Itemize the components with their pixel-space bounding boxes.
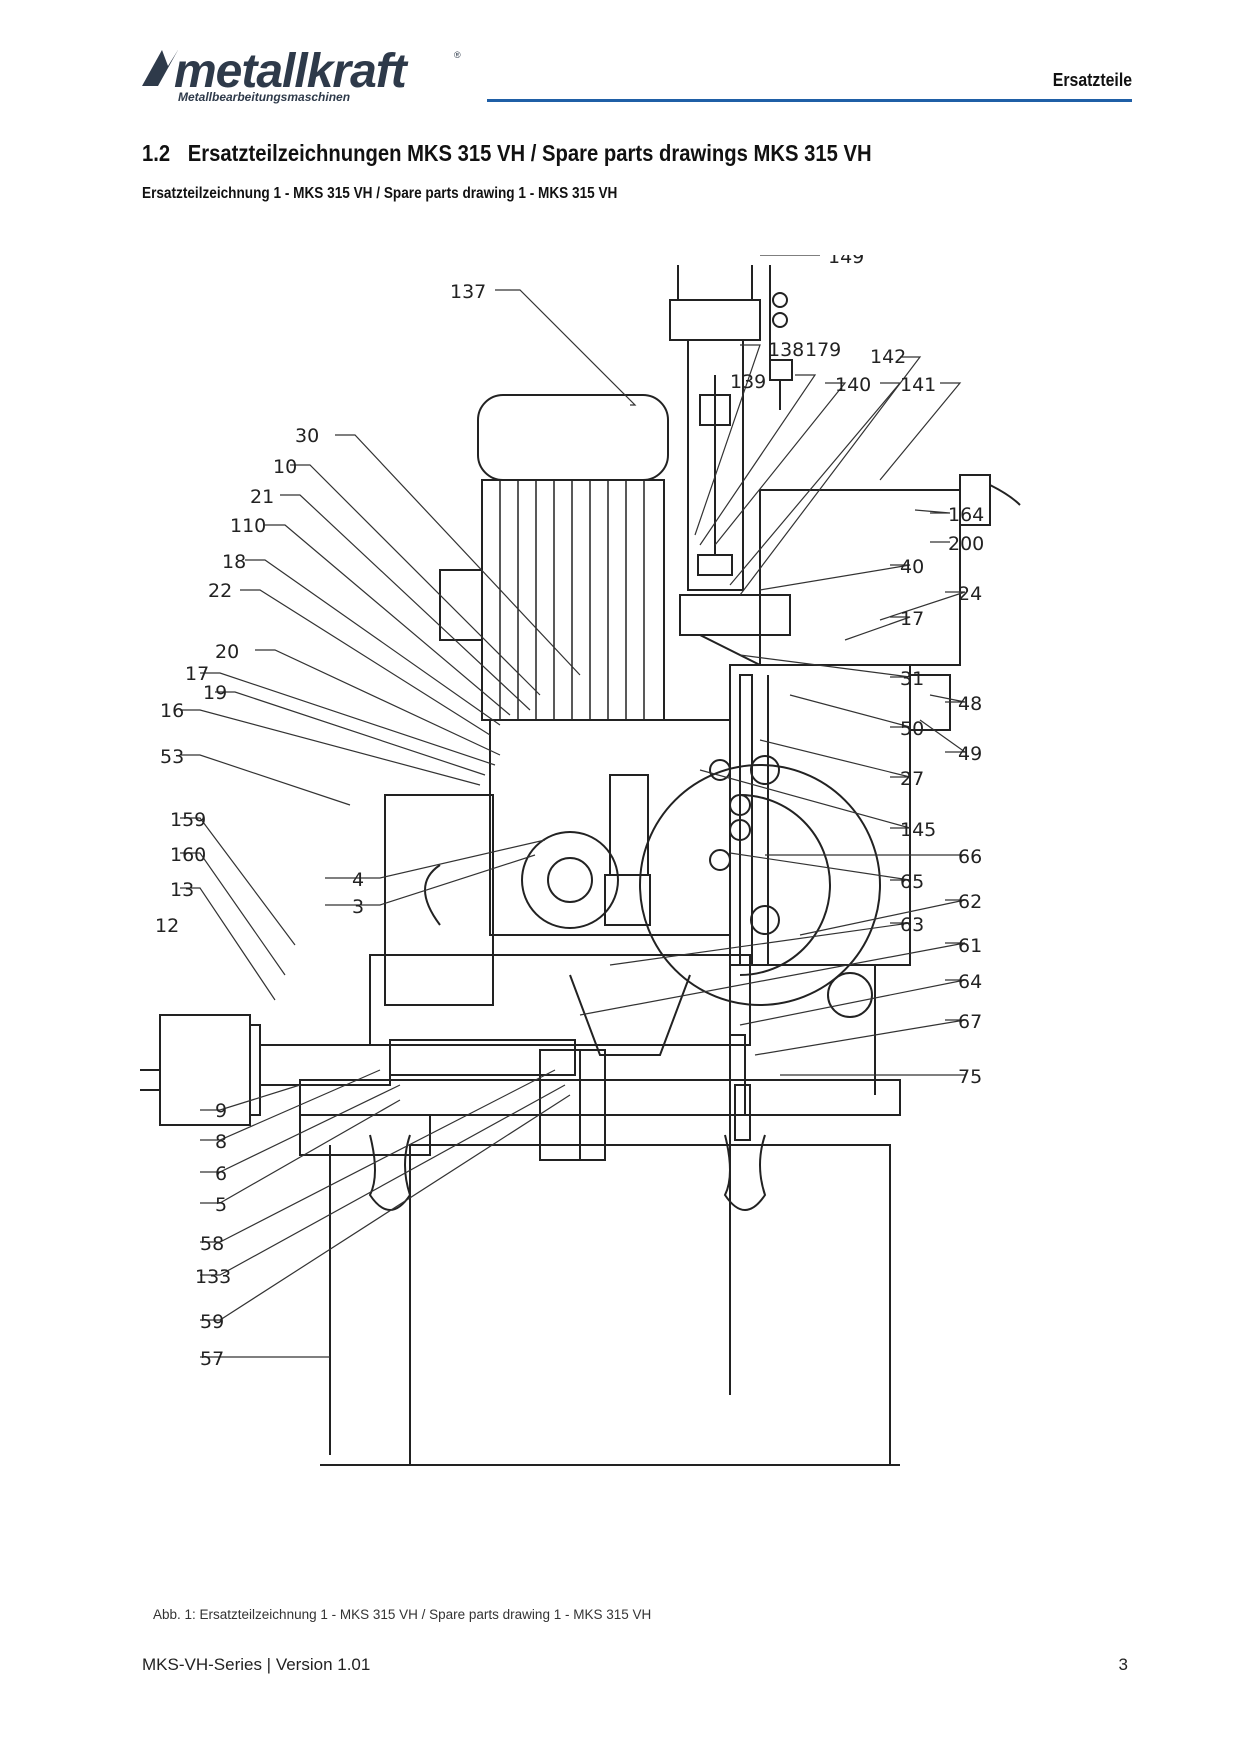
- logo-wordmark: metallkraft: [174, 45, 407, 98]
- callout-label: 19: [203, 682, 227, 704]
- heading-number: 1.2: [142, 140, 171, 166]
- callout-label: 31: [900, 668, 924, 690]
- callout-label: 17: [185, 663, 209, 685]
- callout-label: 4: [352, 869, 364, 891]
- callout-label: 12: [155, 915, 179, 937]
- callout-label: 62: [958, 891, 982, 913]
- page-heading: 1.2 Ersatzteilzeichnungen MKS 315 VH / Sp…: [142, 140, 872, 167]
- heading-title: Ersatzteilzeichnungen MKS 315 VH / Spare…: [187, 140, 872, 166]
- callout-label: 160: [170, 844, 206, 866]
- header-divider: [487, 99, 1132, 102]
- callout-label: 27: [900, 768, 924, 790]
- callout-label: 30: [295, 425, 319, 447]
- callout-label: 8: [215, 1131, 227, 1153]
- callout-label: 133: [195, 1266, 231, 1288]
- logo-subtitle: Metallbearbeitungsmaschinen: [178, 90, 351, 104]
- callout-label: 65: [900, 871, 924, 893]
- section-label: Ersatzteile: [1052, 70, 1132, 90]
- callout-label: 200: [948, 533, 984, 555]
- spare-parts-drawing: 137 30 10 21 110 18 22 20 17 19 16 53 15…: [140, 255, 1021, 1466]
- callout-label: 5: [215, 1194, 227, 1216]
- callout-label: 22: [208, 580, 232, 602]
- page-number: 3: [1118, 1655, 1128, 1674]
- footer-document-version: MKS-VH-Series | Version 1.01: [142, 1655, 371, 1674]
- callout-label: 61: [958, 935, 982, 957]
- callout-label: 140: [835, 374, 871, 396]
- brand-logo: metallkraft ® Metallbearbeitungsmaschine…: [138, 44, 468, 106]
- callout-label: 66: [958, 846, 982, 868]
- callout-label: 145: [900, 819, 936, 841]
- callout-label: 50: [900, 718, 924, 740]
- callout-label: 49: [958, 743, 982, 765]
- callout-label: 18: [222, 551, 246, 573]
- callouts-left: 137 30 10 21 110 18 22 20 17 19 16 53 15…: [155, 281, 486, 1370]
- drawing-subheading: Ersatzteilzeichnung 1 - MKS 315 VH / Spa…: [142, 185, 618, 202]
- callout-label: 149: [828, 255, 864, 268]
- callout-label: 6: [215, 1163, 227, 1185]
- callout-label: 24: [958, 583, 982, 605]
- callouts-right: 149 138 179 142 139 140 141 164 200 40 2…: [730, 255, 984, 1088]
- callout-label: 16: [160, 700, 184, 722]
- callout-label: 13: [170, 879, 194, 901]
- callout-label: 21: [250, 486, 274, 508]
- callout-label: 10: [273, 456, 297, 478]
- callout-label: 75: [958, 1066, 982, 1088]
- callout-label: 48: [958, 693, 982, 715]
- figure-caption: Abb. 1: Ersatzteilzeichnung 1 - MKS 315 …: [153, 1607, 652, 1622]
- callout-label: 40: [900, 556, 924, 578]
- logo-registered-mark: ®: [454, 50, 461, 60]
- callout-label: 17: [900, 608, 924, 630]
- callout-label: 53: [160, 746, 184, 768]
- callout-label: 58: [200, 1233, 224, 1255]
- callout-label: 9: [215, 1100, 227, 1122]
- callout-label: 110: [230, 515, 266, 537]
- callout-label: 159: [170, 809, 206, 831]
- callout-label: 3: [352, 896, 364, 918]
- callout-label: 137: [450, 281, 486, 303]
- callout-label: 141: [900, 374, 936, 396]
- logo-mark-icon: [142, 50, 178, 86]
- callout-label: 164: [948, 504, 984, 526]
- callout-label: 138: [768, 339, 804, 361]
- callout-label: 139: [730, 371, 766, 393]
- callout-label: 67: [958, 1011, 982, 1033]
- callout-label: 179: [805, 339, 841, 361]
- callout-label: 57: [200, 1348, 224, 1370]
- callout-label: 64: [958, 971, 982, 993]
- callout-label: 142: [870, 346, 906, 368]
- callout-label: 59: [200, 1311, 224, 1333]
- callout-label: 20: [215, 641, 239, 663]
- callout-label: 63: [900, 914, 924, 936]
